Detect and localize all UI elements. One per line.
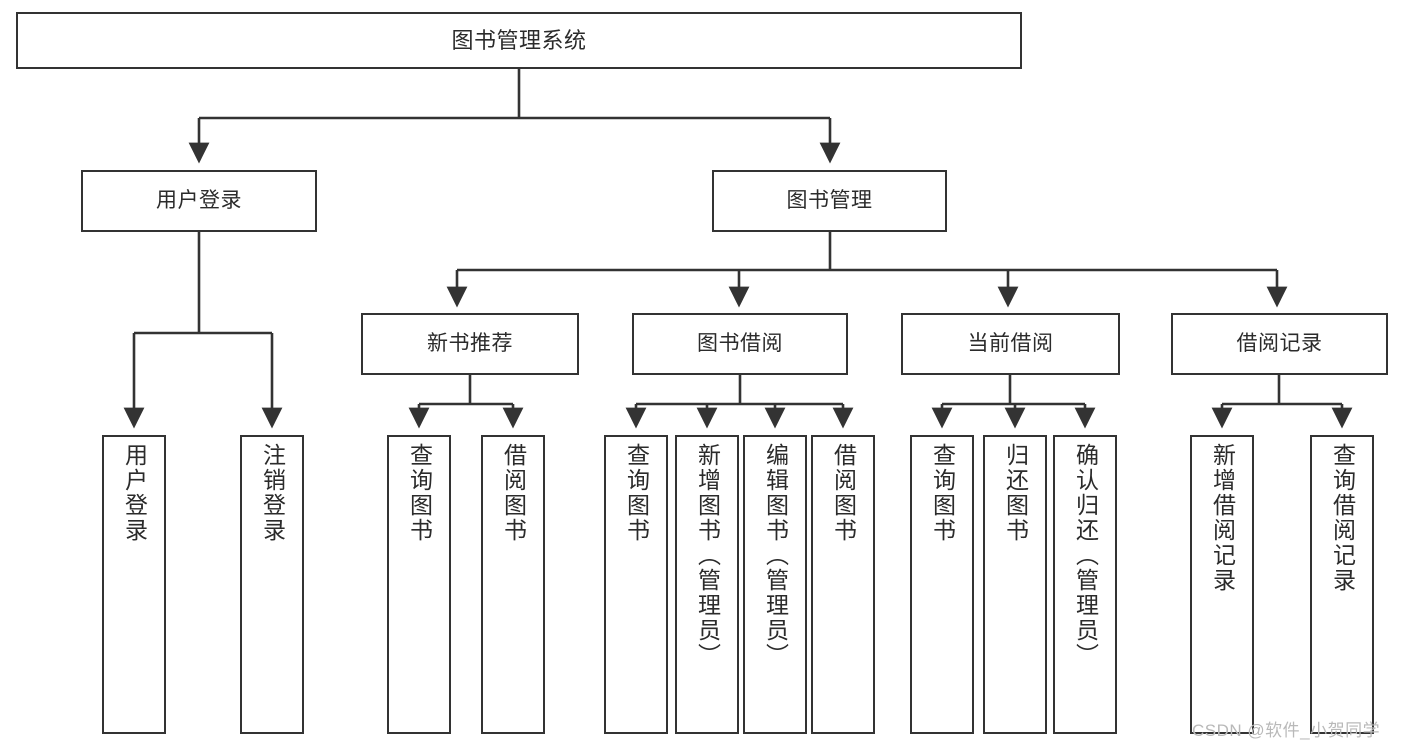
node-borrow-record[interactable]: 借阅记录 bbox=[1171, 313, 1388, 375]
node-leaf-user-login-label: 用户登录 bbox=[121, 443, 148, 543]
node-leaf-add-record-label: 新增借阅记录 bbox=[1209, 443, 1236, 593]
node-leaf-add-book-label: 新增图书（管理员） bbox=[694, 443, 721, 668]
node-leaf-query-book-rec-label: 查询图书 bbox=[406, 443, 433, 543]
node-leaf-borrow-book-rec[interactable]: 借阅图书 bbox=[481, 435, 545, 734]
node-book-borrow[interactable]: 图书借阅 bbox=[632, 313, 848, 375]
node-leaf-confirm-return-label: 确认归还（管理员） bbox=[1072, 443, 1099, 668]
node-leaf-add-record[interactable]: 新增借阅记录 bbox=[1190, 435, 1254, 734]
node-current-borrow[interactable]: 当前借阅 bbox=[901, 313, 1120, 375]
node-leaf-edit-book-label: 编辑图书（管理员） bbox=[762, 443, 789, 668]
node-new-book-recommend-label: 新书推荐 bbox=[427, 331, 513, 355]
node-leaf-logout[interactable]: 注销登录 bbox=[240, 435, 304, 734]
node-leaf-borrow-book[interactable]: 借阅图书 bbox=[811, 435, 875, 734]
node-leaf-borrow-book-label: 借阅图书 bbox=[830, 443, 857, 543]
node-root-label: 图书管理系统 bbox=[451, 27, 587, 53]
node-leaf-query-book-cur-label: 查询图书 bbox=[929, 443, 956, 543]
node-leaf-return-book-label: 归还图书 bbox=[1002, 443, 1029, 543]
node-current-borrow-label: 当前借阅 bbox=[967, 331, 1054, 355]
node-book-manage[interactable]: 图书管理 bbox=[712, 170, 947, 232]
node-book-manage-label: 图书管理 bbox=[786, 188, 873, 212]
node-leaf-edit-book[interactable]: 编辑图书（管理员） bbox=[743, 435, 807, 734]
node-root[interactable]: 图书管理系统 bbox=[16, 12, 1022, 69]
node-leaf-query-book-borrow[interactable]: 查询图书 bbox=[604, 435, 668, 734]
node-borrow-record-label: 借阅记录 bbox=[1236, 331, 1323, 355]
node-leaf-confirm-return[interactable]: 确认归还（管理员） bbox=[1053, 435, 1117, 734]
csdn-watermark: CSDN @软件_小贺同学 bbox=[1192, 721, 1381, 740]
node-leaf-user-login[interactable]: 用户登录 bbox=[102, 435, 166, 734]
node-leaf-return-book[interactable]: 归还图书 bbox=[983, 435, 1047, 734]
node-leaf-add-book[interactable]: 新增图书（管理员） bbox=[675, 435, 739, 734]
node-user-login[interactable]: 用户登录 bbox=[81, 170, 317, 232]
node-book-borrow-label: 图书借阅 bbox=[697, 331, 783, 355]
node-leaf-borrow-book-rec-label: 借阅图书 bbox=[500, 443, 527, 543]
node-user-login-label: 用户登录 bbox=[156, 188, 242, 212]
node-leaf-logout-label: 注销登录 bbox=[259, 443, 286, 543]
node-leaf-query-book-borrow-label: 查询图书 bbox=[623, 443, 650, 543]
node-leaf-query-book-cur[interactable]: 查询图书 bbox=[910, 435, 974, 734]
node-leaf-query-record-label: 查询借阅记录 bbox=[1329, 443, 1356, 593]
node-leaf-query-book-rec[interactable]: 查询图书 bbox=[387, 435, 451, 734]
node-leaf-query-record[interactable]: 查询借阅记录 bbox=[1310, 435, 1374, 734]
node-new-book-recommend[interactable]: 新书推荐 bbox=[361, 313, 579, 375]
